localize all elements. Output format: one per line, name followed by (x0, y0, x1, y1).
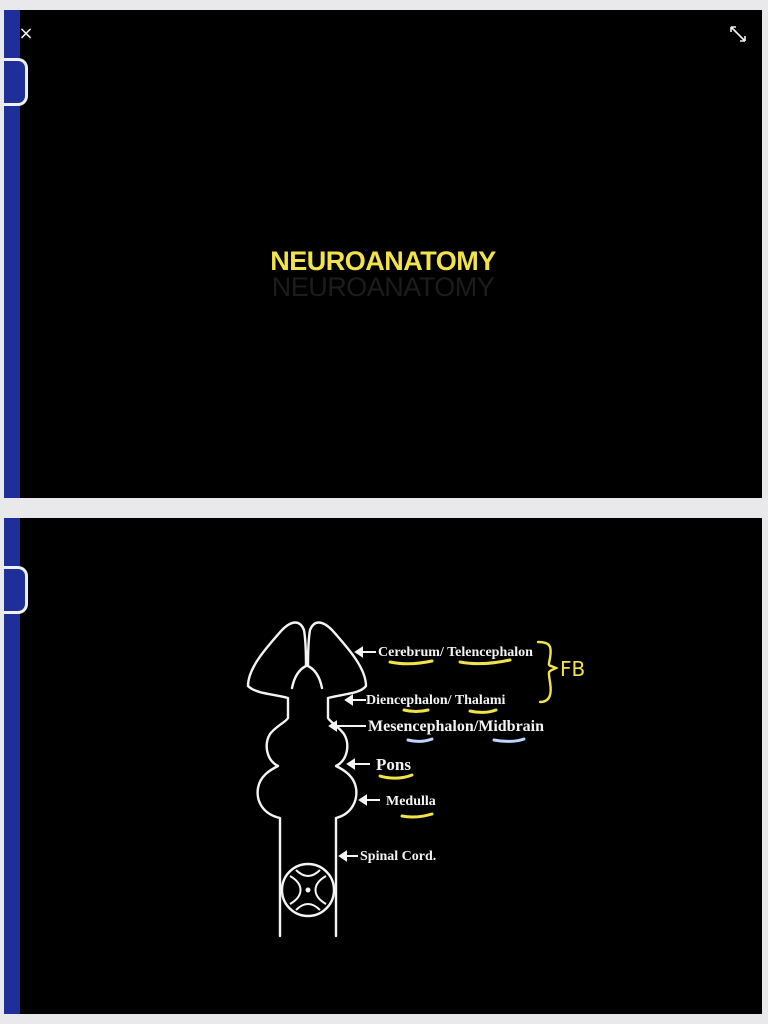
label-cerebrum: Cerebrum/ Telencephalon (378, 645, 533, 660)
slide-2[interactable]: Cerebrum/ Telencephalon Diencephalon/ Th… (4, 518, 762, 1014)
expand-arrows-icon (730, 26, 746, 42)
forebrain-brace (536, 640, 559, 704)
close-icon: × (18, 23, 34, 44)
slide-tab-handle[interactable] (4, 566, 28, 614)
expand-button[interactable] (728, 24, 748, 44)
slide-edge-bar (4, 10, 20, 498)
slide-1[interactable]: × NEUROANATOMY NEUROANATOMY (4, 10, 762, 498)
slide-edge-bar (4, 518, 20, 1014)
spinal-cord-cross-section (280, 862, 336, 918)
label-pons: Pons (376, 755, 411, 774)
label-medulla: Medulla (386, 794, 436, 809)
label-mesencephalon: Mesencephalon/Midbrain (368, 718, 544, 735)
close-button[interactable]: × (16, 24, 36, 44)
brain-outline (246, 621, 368, 938)
slide-title: NEUROANATOMY (270, 246, 496, 276)
slide-title-ghost: NEUROANATOMY (271, 272, 495, 302)
slide-tab-handle[interactable] (4, 58, 28, 106)
label-diencephalon: Diencephalon/ Thalami (366, 693, 505, 708)
label-arrows (328, 646, 380, 862)
highlight-underlines (378, 658, 526, 819)
label-spinal-cord: Spinal Cord. (360, 849, 436, 864)
brain-stem-diagram: Cerebrum/ Telencephalon Diencephalon/ Th… (246, 621, 585, 938)
forebrain-annotation: FB (560, 657, 585, 681)
